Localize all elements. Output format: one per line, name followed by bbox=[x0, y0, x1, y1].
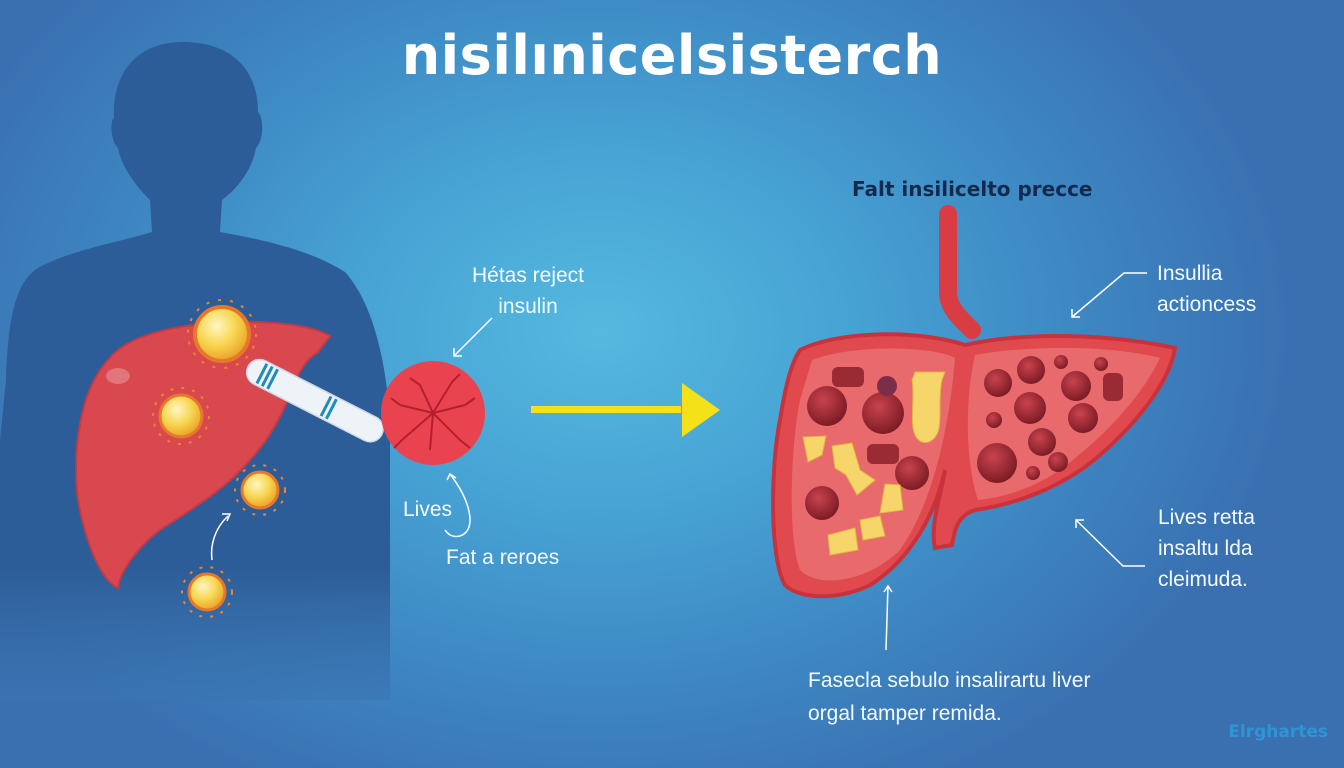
label-line: Insullia bbox=[1157, 262, 1223, 285]
label-fat-a-reroes: Fat a reroes bbox=[446, 546, 560, 569]
label-line: orgal tamper remida. bbox=[808, 702, 1002, 725]
label-hetas-reject: Hétas reject insulin bbox=[463, 260, 593, 322]
label-line: cleimuda. bbox=[1158, 568, 1248, 591]
annotation-arrow-lives bbox=[444, 472, 471, 538]
annotation-arrow-insullia bbox=[1071, 272, 1147, 318]
label-line: Fasecla sebulo insalirartu liver bbox=[808, 669, 1091, 692]
fat-cell-2 bbox=[152, 387, 210, 445]
watermark: Elrghartes bbox=[1228, 722, 1328, 742]
annotation-arrow-fasecla bbox=[883, 584, 893, 651]
insulin-syringe-icon bbox=[245, 358, 384, 443]
annotation-arrow-lives-retta bbox=[1075, 519, 1145, 567]
label-insullia: Insullia actioncess bbox=[1157, 258, 1256, 320]
label-line: insulin bbox=[498, 295, 558, 318]
red-cell-ball bbox=[381, 361, 485, 465]
fat-deposits bbox=[802, 371, 946, 556]
label-line: insaltu lda bbox=[1158, 537, 1253, 560]
page-title: nisilınicelsisterch bbox=[401, 24, 943, 87]
process-arrow-icon bbox=[531, 383, 720, 437]
label-lives-retta: Lives retta insaltu lda cleimuda. bbox=[1158, 502, 1255, 595]
fat-cell-3 bbox=[234, 464, 286, 516]
label-line: Hétas reject bbox=[471, 264, 585, 287]
process-heading: Falt insilicelto precce bbox=[852, 177, 1093, 201]
label-fasecla: Fasecla sebulo insalirartu liver orgal t… bbox=[808, 664, 1090, 730]
liver-cells bbox=[805, 355, 1123, 520]
fat-cell-4 bbox=[181, 566, 233, 618]
fat-cell-1 bbox=[187, 299, 257, 369]
annotation-arrow-hetas bbox=[453, 317, 493, 357]
right-liver-cross-section bbox=[771, 205, 1178, 599]
small-curved-arrow-icon bbox=[210, 515, 229, 561]
label-lives: Lives bbox=[403, 498, 453, 521]
label-line: Lives retta bbox=[1158, 506, 1255, 529]
label-line: actioncess bbox=[1157, 293, 1257, 316]
